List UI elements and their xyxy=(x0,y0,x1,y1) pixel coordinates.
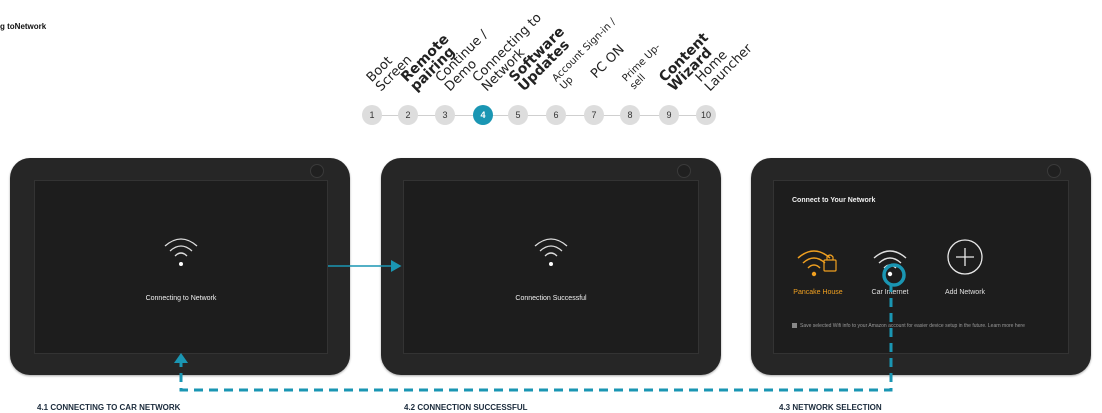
screen-success: Connection Successful xyxy=(403,180,699,354)
step-7[interactable]: 7 xyxy=(584,105,604,125)
step-6[interactable]: 6 xyxy=(546,105,566,125)
step-5[interactable]: 5 xyxy=(508,105,528,125)
camera-icon xyxy=(1047,164,1061,178)
checkbox[interactable] xyxy=(792,323,797,329)
caption-success: 4.2 CONNECTION SUCCESSFUL xyxy=(404,403,528,412)
wifi-icon xyxy=(534,238,568,266)
caption-connecting: 4.1 CONNECTING TO CAR NETWORK xyxy=(37,403,181,412)
step-9[interactable]: 9 xyxy=(659,105,679,125)
status-message: Connecting to Network xyxy=(145,295,217,302)
device-network-selection: Connect to Your Network Pancake House Ca… xyxy=(751,158,1091,375)
device-success: Connection Successful xyxy=(381,158,721,375)
save-wifi-checkbox-row[interactable]: Save selected Wifi info to your Amazon a… xyxy=(792,323,1062,330)
wifi-icon xyxy=(164,238,198,266)
screen-network-selection: Connect to Your Network Pancake House Ca… xyxy=(773,180,1069,354)
dashed-return-path xyxy=(179,283,893,392)
arrow-up-head xyxy=(174,353,188,363)
camera-icon xyxy=(677,164,691,178)
step-10[interactable]: 10 xyxy=(696,105,716,125)
add-network-button[interactable]: Add Network xyxy=(925,231,1005,305)
camera-icon xyxy=(310,164,324,178)
step-1[interactable]: 1 xyxy=(362,105,382,125)
wifi-locked-icon xyxy=(797,250,837,277)
network-list-title: Connect to Your Network xyxy=(792,197,876,204)
step-2[interactable]: 2 xyxy=(398,105,418,125)
step-4-active[interactable]: 4 xyxy=(473,105,493,125)
network-name: Pancake House xyxy=(793,289,843,296)
tap-indicator-icon xyxy=(882,263,906,287)
network-name: Add Network xyxy=(944,289,986,296)
step-3[interactable]: 3 xyxy=(435,105,455,125)
plus-circle-icon xyxy=(947,239,983,275)
network-option-pancake-house[interactable]: Pancake House xyxy=(778,231,858,305)
status-message: Connection Successful xyxy=(515,295,587,302)
device-connecting: Connecting to Network xyxy=(10,158,350,375)
step-8[interactable]: 8 xyxy=(620,105,640,125)
network-name: Car Internet xyxy=(871,289,909,296)
page-title: g toNetwork xyxy=(0,22,47,31)
save-wifi-text: Save selected Wifi info to your Amazon a… xyxy=(800,323,1025,329)
caption-network-selection: 4.3 NETWORK SELECTION xyxy=(779,403,882,412)
steps-connector-line xyxy=(372,115,706,116)
